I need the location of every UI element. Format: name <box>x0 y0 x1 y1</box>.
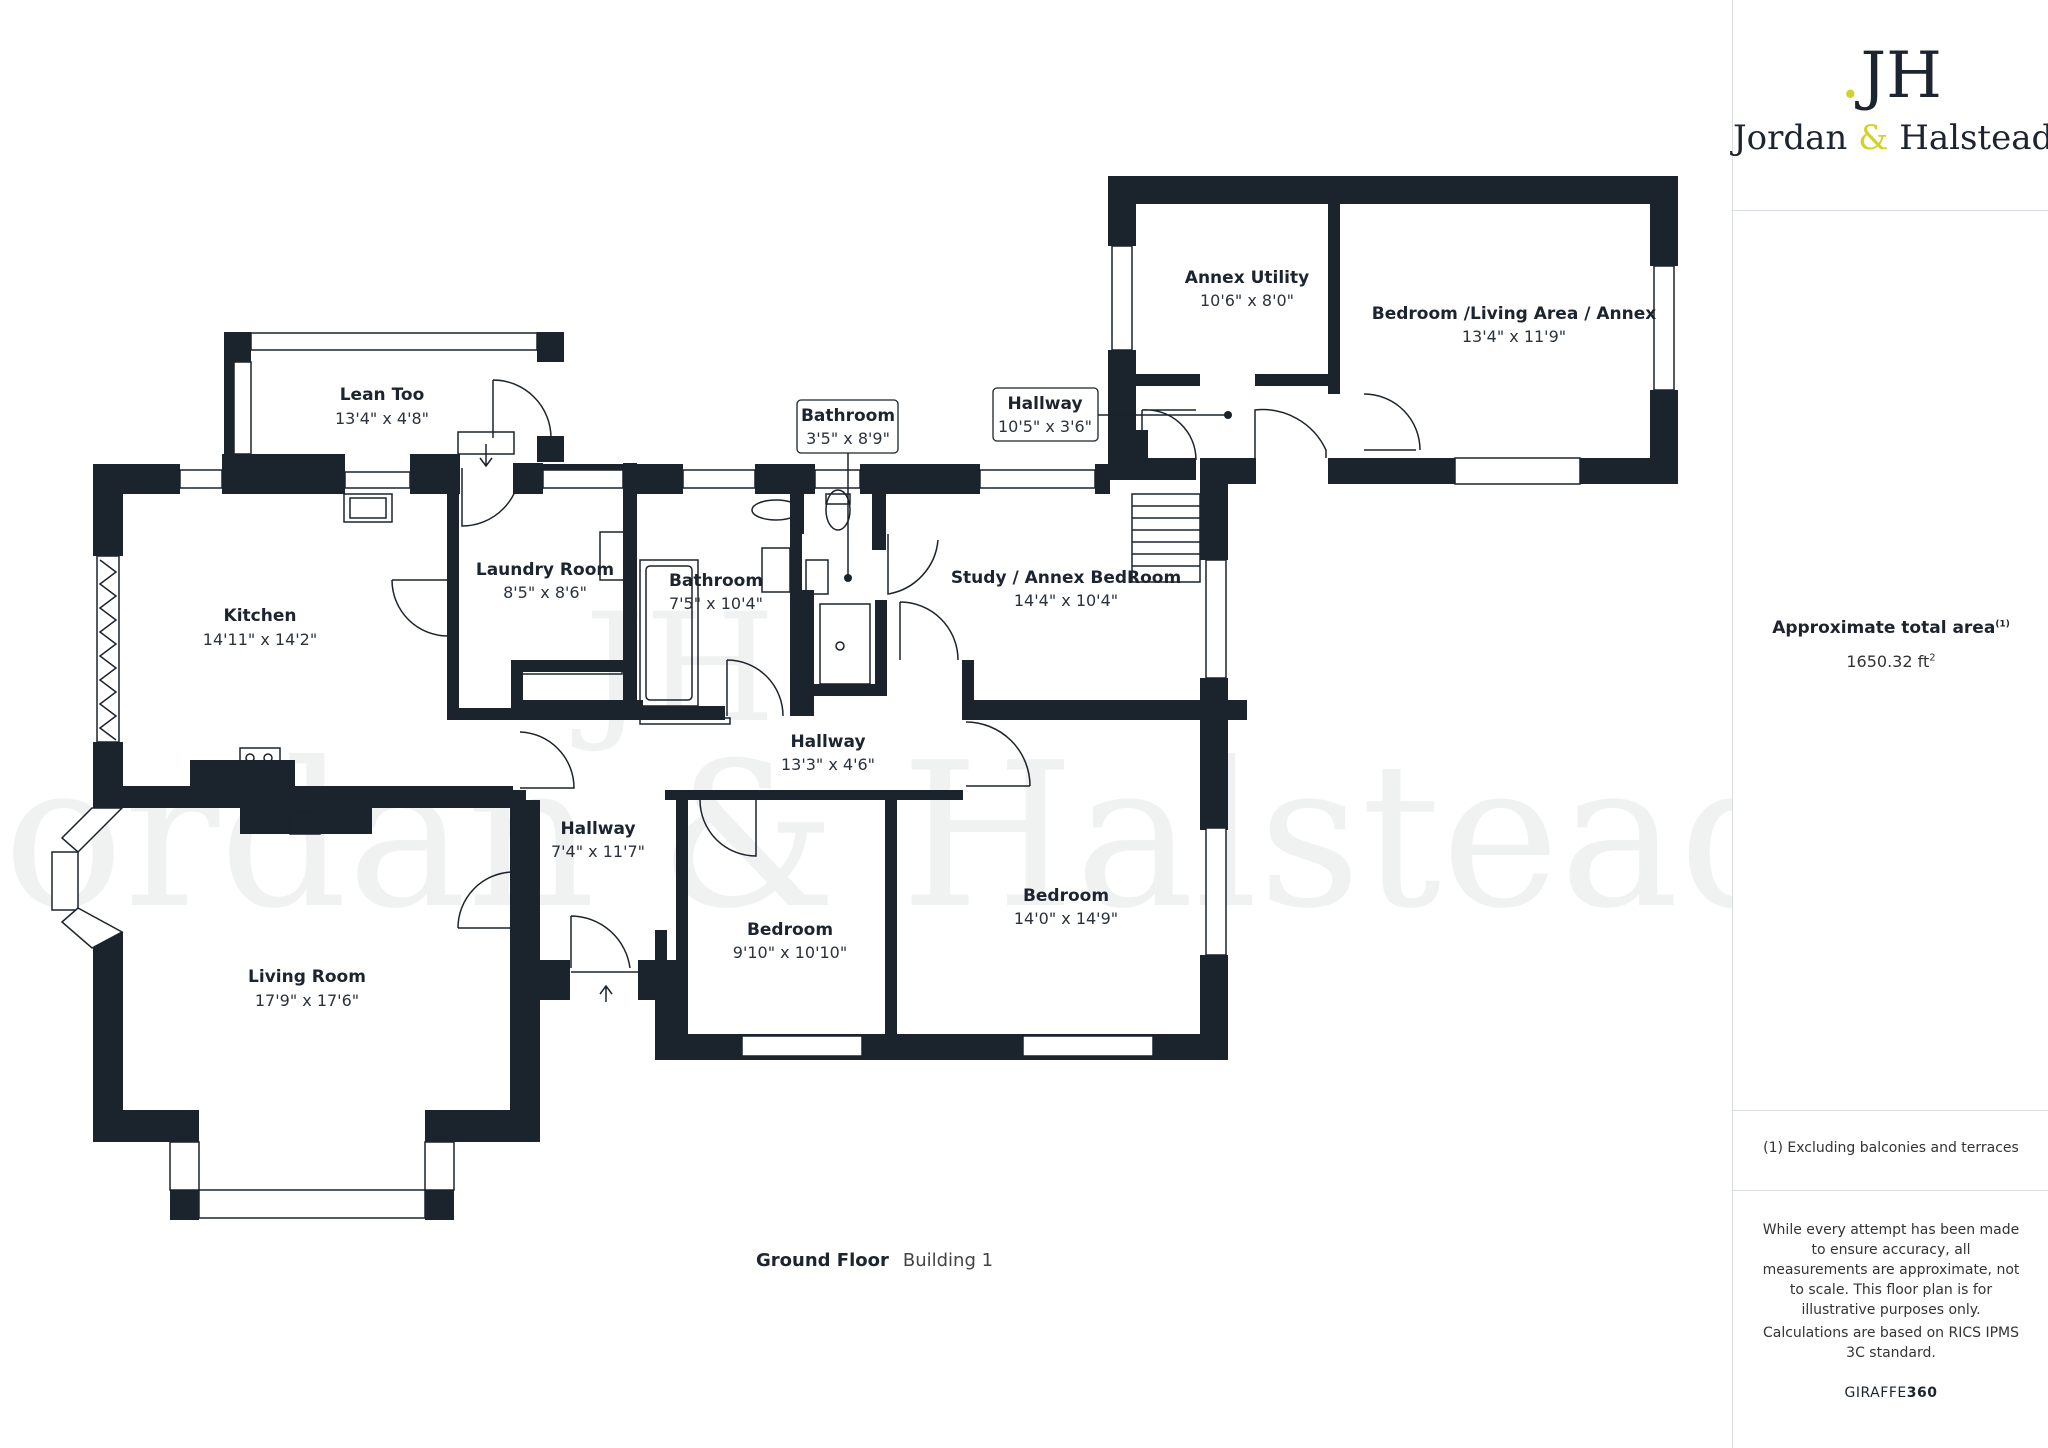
room-name-kitchen: Kitchen <box>224 606 297 626</box>
area-title-text: Approximate total area <box>1772 618 1996 638</box>
stairs <box>1131 493 1201 583</box>
room-dims-hallway-main: 13'3" x 4'6" <box>781 755 875 774</box>
doors <box>239 379 1421 1002</box>
area-title: Approximate total area(1) <box>1733 618 2048 638</box>
brand-name-amp: & <box>1858 118 1889 158</box>
divider <box>1733 1110 2048 1111</box>
brand-name-right: Halstead <box>1899 118 2048 158</box>
area-unit-sup: 2 <box>1929 652 1936 664</box>
brand-logo-text: Jordan & Halstead <box>1733 118 2048 158</box>
room-name-bathroom-small: Bathroom <box>801 406 895 426</box>
room-dims-bathroom-small: 3'5" x 8'9" <box>806 429 890 448</box>
room-dims-hallway-annex: 10'5" x 3'6" <box>998 417 1092 436</box>
exclusion-note: (1) Excluding balconies and terraces <box>1763 1140 2019 1156</box>
room-dims-bathroom-main: 7'5" x 10'4" <box>669 594 763 613</box>
watermark: JH Jordan & Halstead <box>0 582 1807 953</box>
room-dims-laundry: 8'5" x 8'6" <box>503 583 587 602</box>
divider <box>1733 210 2048 211</box>
room-dims-hallway-entry: 7'4" x 11'7" <box>551 842 645 861</box>
calculation-note: Calculations are based on RICS IPMS 3C s… <box>1762 1325 2020 1361</box>
area-value: 1650.32 ft2 <box>1733 652 2048 671</box>
floor-caption: Ground Floor Building 1 <box>756 1250 993 1271</box>
provider-left: GIRAFFE <box>1844 1385 1907 1401</box>
brand-logo-letters: JH <box>1860 39 1942 113</box>
room-name-lean-too: Lean Too <box>340 385 425 405</box>
area-value-text: 1650.32 ft <box>1846 652 1930 671</box>
room-name-bedroom-large: Bedroom <box>1023 886 1109 906</box>
watermark-text: Jordan & Halstead <box>0 720 1807 953</box>
room-name-hallway-entry: Hallway <box>560 819 635 839</box>
room-dims-kitchen: 14'11" x 14'2" <box>203 630 317 649</box>
room-name-annex-utility: Annex Utility <box>1185 268 1309 288</box>
floor-label: Ground Floor <box>756 1250 889 1271</box>
room-dims-annex-utility: 10'6" x 8'0" <box>1200 291 1294 310</box>
disclaimer: While every attempt has been made to ens… <box>1762 1222 2020 1318</box>
room-dims-lean-too: 13'4" x 4'8" <box>335 409 429 428</box>
room-name-bathroom-main: Bathroom <box>669 571 763 591</box>
room-labels: Lean Too 13'4" x 4'8" Kitchen 14'11" x 1… <box>203 268 1656 1010</box>
room-dims-bedroom-large: 14'0" x 14'9" <box>1014 909 1118 928</box>
walls <box>93 176 1678 1220</box>
room-name-bedroom-annex: Bedroom /Living Area / Annex <box>1372 304 1656 324</box>
room-dims-bedroom-annex: 13'4" x 11'9" <box>1462 327 1566 346</box>
brand-logo-mark: .JH <box>1840 39 1942 113</box>
room-name-bedroom-small: Bedroom <box>747 920 833 940</box>
room-dims-study: 14'4" x 10'4" <box>1014 591 1118 610</box>
provider-right: 360 <box>1906 1385 1938 1401</box>
room-dims-bedroom-small: 9'10" x 10'10" <box>733 943 847 962</box>
divider <box>1733 1190 2048 1191</box>
brand-name-left: Jordan <box>1733 118 1848 158</box>
room-name-hallway-main: Hallway <box>790 732 865 752</box>
room-name-hallway-annex: Hallway <box>1007 394 1082 414</box>
provider-brand: GIRAFFE360 <box>1733 1385 2048 1401</box>
building-label: Building 1 <box>902 1250 994 1271</box>
windows <box>51 245 1675 1219</box>
label-callouts <box>796 387 1232 582</box>
room-dims-living-room: 17'9" x 17'6" <box>255 991 359 1010</box>
area-note-marker: (1) <box>1995 619 2010 630</box>
room-name-laundry: Laundry Room <box>476 560 614 580</box>
room-name-living-room: Living Room <box>248 967 366 987</box>
room-name-study: Study / Annex BedRoom <box>951 568 1181 588</box>
info-sidebar: .JH Jordan & Halstead Approximate total … <box>1732 0 2048 1448</box>
